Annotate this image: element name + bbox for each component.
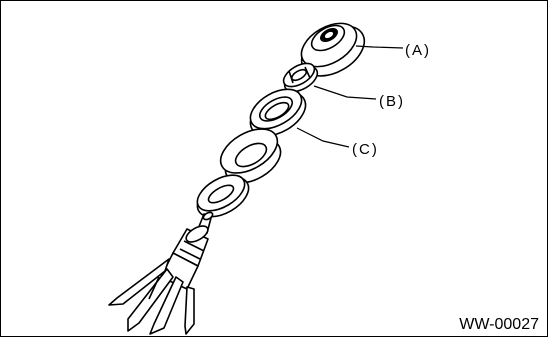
rubber-seat [219,128,282,184]
part-b-nut [282,62,319,93]
lower-ring [196,174,250,218]
part-a-cap [300,22,366,77]
callout-b-label: (B) [379,93,405,110]
callout-c-label: (C) [352,141,379,158]
callout-a-label: (A) [405,42,431,59]
part-c-bearing [249,88,307,137]
figure-code: WW-00027 [459,316,539,333]
strut-flanges [108,258,195,335]
leader-lines [296,45,404,148]
